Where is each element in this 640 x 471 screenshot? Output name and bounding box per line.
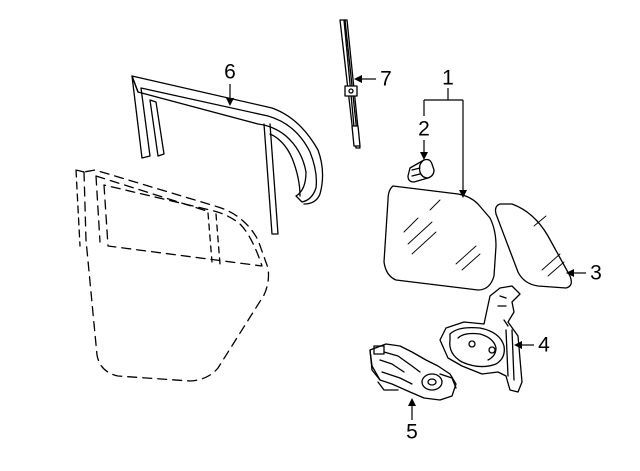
regulator-motor bbox=[369, 343, 457, 401]
leader-lines bbox=[226, 75, 586, 420]
callout-4: 4 bbox=[538, 333, 550, 357]
window-regulator bbox=[439, 285, 523, 393]
callout-1: 1 bbox=[442, 66, 454, 90]
glass-bolt bbox=[407, 158, 435, 183]
quarter-glass bbox=[494, 203, 572, 289]
window-run-channel bbox=[131, 75, 324, 235]
callout-6: 6 bbox=[224, 60, 236, 84]
callout-3: 3 bbox=[590, 261, 602, 285]
door-glass bbox=[383, 185, 497, 291]
glass-channel-strip bbox=[339, 19, 361, 149]
door-outline bbox=[75, 169, 270, 382]
callout-5: 5 bbox=[406, 420, 418, 444]
callout-7: 7 bbox=[380, 67, 392, 91]
callout-2: 2 bbox=[418, 117, 430, 141]
